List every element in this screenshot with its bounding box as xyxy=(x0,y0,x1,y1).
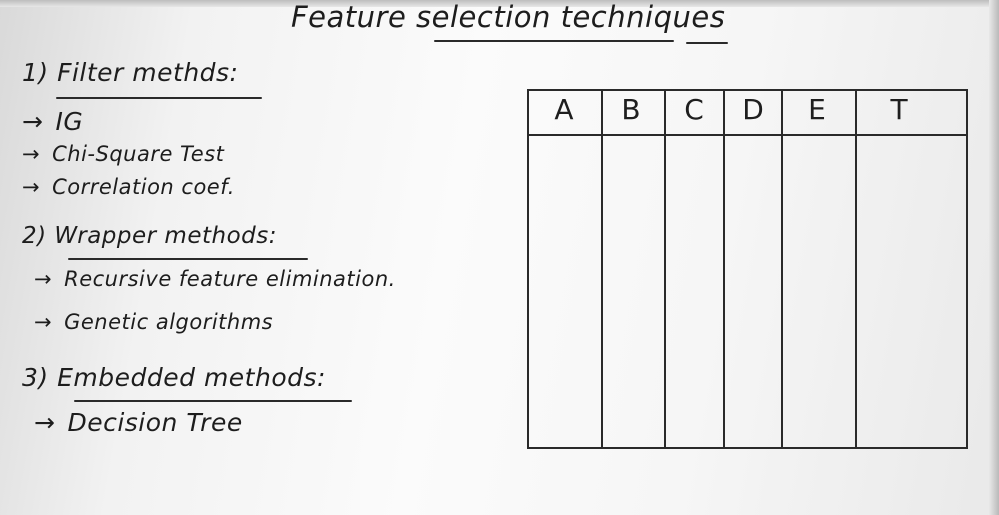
table-column-divider xyxy=(723,91,725,447)
list-item-label: Correlation coef. xyxy=(52,175,235,199)
arrow-icon: → xyxy=(22,107,44,136)
table-column-divider xyxy=(855,91,857,447)
list-item-label: Decision Tree xyxy=(67,408,243,437)
arrow-icon: → xyxy=(34,408,56,437)
table-column-divider xyxy=(601,91,603,447)
table-column-header: C xyxy=(684,93,704,126)
list-item-label: Genetic algorithms xyxy=(64,310,274,334)
empty-table xyxy=(527,89,968,449)
heading-underline-filter xyxy=(56,97,262,99)
section-heading-wrapper: 2) Wrapper methods: xyxy=(22,223,277,249)
table-header-divider xyxy=(527,134,968,136)
title-underline xyxy=(434,40,674,42)
board-title: Feature selection techniques xyxy=(291,0,726,34)
heading-underline-wrapper xyxy=(68,258,308,260)
arrow-icon: → xyxy=(22,175,41,199)
board-frame-top xyxy=(0,0,999,7)
arrow-icon: → xyxy=(34,310,53,334)
table-column-divider xyxy=(664,91,666,447)
list-item: → Genetic algorithms xyxy=(34,310,273,334)
list-item-label: Recursive feature elimination. xyxy=(64,267,396,291)
arrow-icon: → xyxy=(22,142,41,166)
section-heading-filter: 1) Filter methds: xyxy=(22,58,239,87)
title-underline-2 xyxy=(686,42,728,44)
list-item: → Chi-Square Test xyxy=(22,142,224,166)
list-item-label: IG xyxy=(55,107,84,136)
list-item: → Correlation coef. xyxy=(22,175,235,199)
table-column-header: D xyxy=(742,93,764,126)
list-item: → IG xyxy=(22,107,83,136)
list-item: → Decision Tree xyxy=(34,408,243,437)
list-item: → Recursive feature elimination. xyxy=(34,267,396,291)
table-column-divider xyxy=(781,91,783,447)
table-column-header: A xyxy=(554,93,574,126)
section-heading-embedded: 3) Embedded methods: xyxy=(22,363,326,392)
table-column-header: B xyxy=(621,93,641,126)
heading-underline-embedded xyxy=(74,400,352,402)
table-column-header: E xyxy=(808,93,826,126)
board-frame-right xyxy=(989,0,999,515)
list-item-label: Chi-Square Test xyxy=(52,142,225,166)
table-column-header: T xyxy=(890,93,908,126)
arrow-icon: → xyxy=(34,267,53,291)
